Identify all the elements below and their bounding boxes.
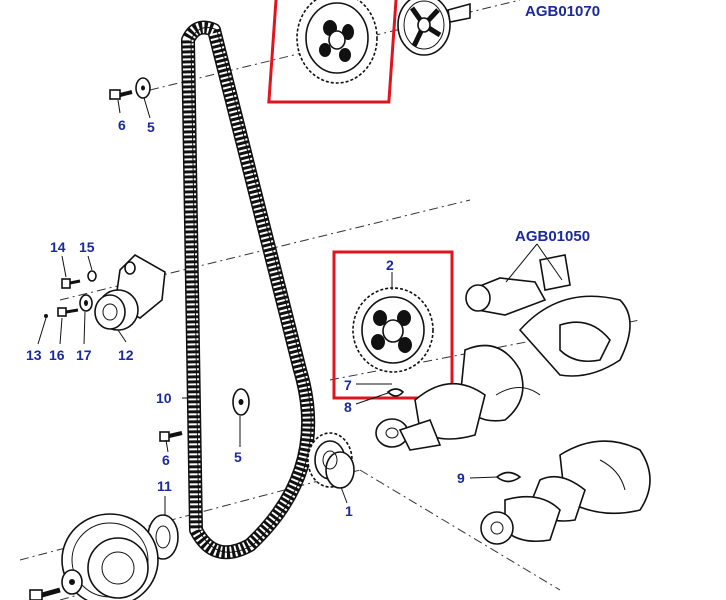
callout-2: 2 bbox=[386, 257, 394, 273]
callout-16: 16 bbox=[49, 347, 65, 363]
callout-12: 12 bbox=[118, 347, 134, 363]
callout-13: 13 bbox=[26, 347, 42, 363]
callout-14: 14 bbox=[50, 239, 66, 255]
crankshaft-assembly-lower bbox=[480, 440, 651, 545]
camshaft-pulley bbox=[296, 0, 378, 84]
crankshaft-assembly-upper bbox=[375, 254, 631, 451]
callout-1: 1 bbox=[345, 503, 353, 519]
woodruff-key-9 bbox=[495, 471, 522, 483]
crankshaft-sprocket-2 bbox=[352, 287, 434, 373]
reference-code-top: AGB01070 bbox=[525, 3, 600, 20]
callout-labels: 1 2 5 5 6 6 7 8 9 10 11 12 13 14 15 16 1… bbox=[26, 117, 465, 519]
callout-7: 7 bbox=[344, 377, 352, 393]
callout-5-lower: 5 bbox=[234, 449, 242, 465]
timing-belt bbox=[181, 20, 316, 560]
callout-15: 15 bbox=[79, 239, 95, 255]
tensioner-assembly bbox=[44, 254, 166, 331]
upper-bolt-washer bbox=[109, 77, 151, 100]
callout-8: 8 bbox=[344, 399, 352, 415]
callout-9: 9 bbox=[457, 470, 465, 486]
highlight-box-camshaft bbox=[267, 0, 398, 104]
callout-6-upper: 6 bbox=[118, 117, 126, 133]
lower-bolt-washer bbox=[159, 388, 250, 442]
woodruff-key bbox=[386, 388, 405, 397]
crank-gear-1 bbox=[307, 432, 355, 489]
leader-lines bbox=[37, 97, 563, 515]
callout-6-lower: 6 bbox=[162, 452, 170, 468]
callout-11: 11 bbox=[157, 478, 172, 494]
reference-code-middle: AGB01050 bbox=[515, 228, 590, 245]
highlight-box-sprocket bbox=[332, 250, 454, 400]
crankshaft-pulley bbox=[29, 513, 179, 600]
camshaft-wheel-rear bbox=[397, 0, 471, 56]
callout-10: 10 bbox=[156, 390, 172, 406]
callout-5-upper: 5 bbox=[147, 119, 155, 135]
callout-17: 17 bbox=[76, 347, 92, 363]
